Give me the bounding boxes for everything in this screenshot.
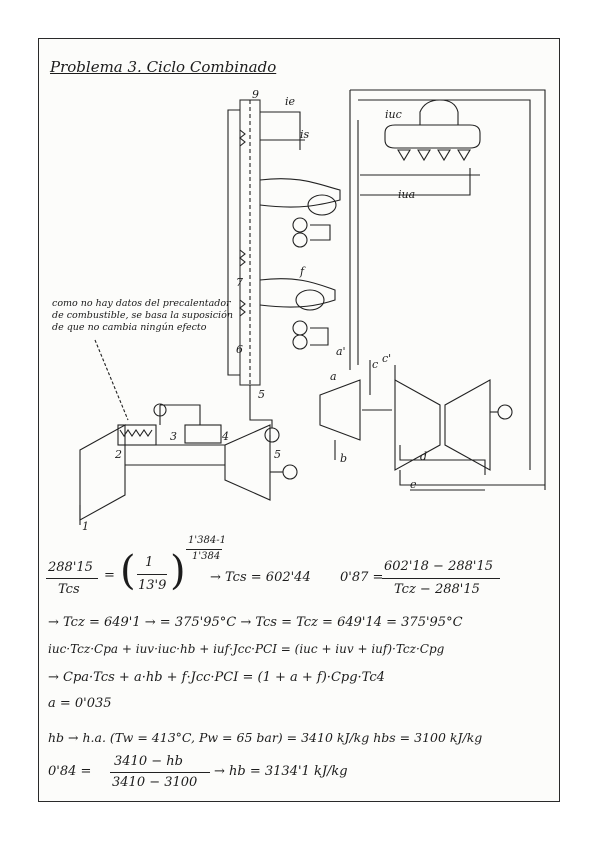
paper-sheet [38, 38, 560, 802]
equation-line-7-numerator: 3410 − hb [114, 754, 183, 769]
equation-line-3: iuc·Tcz·Cpa + iuv·iuc·hb + iuf·Jcc·PCI =… [48, 642, 445, 656]
eq1-close-paren: ) [170, 548, 186, 594]
eq1-exponent-numerator: 1'384-1 [188, 535, 226, 546]
equation-line-7-result: → hb = 3134'1 kJ/kg [214, 764, 348, 779]
label-point-f: f [300, 265, 305, 278]
label-point-1: 1 [82, 520, 89, 533]
annotation-note: como no hay datos del precalentador de c… [52, 298, 233, 333]
eq1-frac-denominator: 13'9 [138, 578, 167, 593]
eq1-result: → Tcs = 602'44 [210, 570, 311, 585]
label-point-2: 2 [115, 448, 122, 461]
eq1-left-fraction-bar [46, 578, 98, 579]
label-point-a: a [330, 370, 337, 383]
equation-line-4: → Cpa·Tcs + a·hb + f·Jcc·PCI = (1 + a + … [48, 670, 385, 685]
eq1-efficiency: 0'87 = [340, 570, 384, 585]
equation-line-7-bar [110, 772, 210, 773]
equation-line-6: hb → h.a. (Tw = 413°C, Pw = 65 bar) = 34… [48, 730, 483, 745]
eq1-efficiency-bar [382, 578, 500, 579]
label-point-c-prime: c' [382, 352, 392, 365]
eq1-efficiency-denominator: Tcz − 288'15 [394, 582, 480, 597]
label-point-5: 5 [258, 388, 265, 401]
eq1-exponent-bar [186, 549, 222, 550]
label-is: is [300, 128, 310, 141]
label-point-d: d [420, 450, 428, 463]
equation-line-7-lhs: 0'84 = [48, 764, 92, 779]
label-point-6: 6 [236, 343, 243, 356]
label-point-a-prime: a' [336, 345, 346, 358]
label-point-s: 5 [274, 448, 281, 461]
label-point-c: c [372, 358, 379, 371]
problem-title: Problema 3. Ciclo Combinado [50, 58, 277, 76]
label-point-3: 3 [170, 430, 177, 443]
label-point-9: 9 [252, 88, 259, 101]
label-iuc: iuc [385, 108, 402, 121]
eq1-open-paren: ( [120, 548, 136, 594]
eq1-left-numerator: 288'15 [48, 560, 93, 575]
equation-line-2: → Tcz = 649'1 → = 375'95°C → Tcs = Tcz =… [48, 615, 463, 630]
eq1-exponent-denominator: 1'384 [192, 551, 221, 562]
label-point-e: e [410, 478, 417, 491]
eq1-left-denominator: Tcs [58, 582, 80, 597]
label-point-b: b [340, 452, 348, 465]
label-ie: ie [285, 95, 296, 108]
equation-line-5: a = 0'035 [48, 696, 112, 711]
eq1-frac-numerator: 1 [145, 555, 154, 570]
eq1-frac-bar [137, 574, 167, 575]
label-point-4: 4 [222, 430, 229, 443]
eq1-equals: = [104, 568, 115, 583]
eq1-efficiency-numerator: 602'18 − 288'15 [384, 559, 494, 574]
label-iua: iua [398, 188, 416, 201]
equation-line-7-denominator: 3410 − 3100 [112, 775, 198, 790]
label-point-7: 7 [236, 276, 243, 289]
